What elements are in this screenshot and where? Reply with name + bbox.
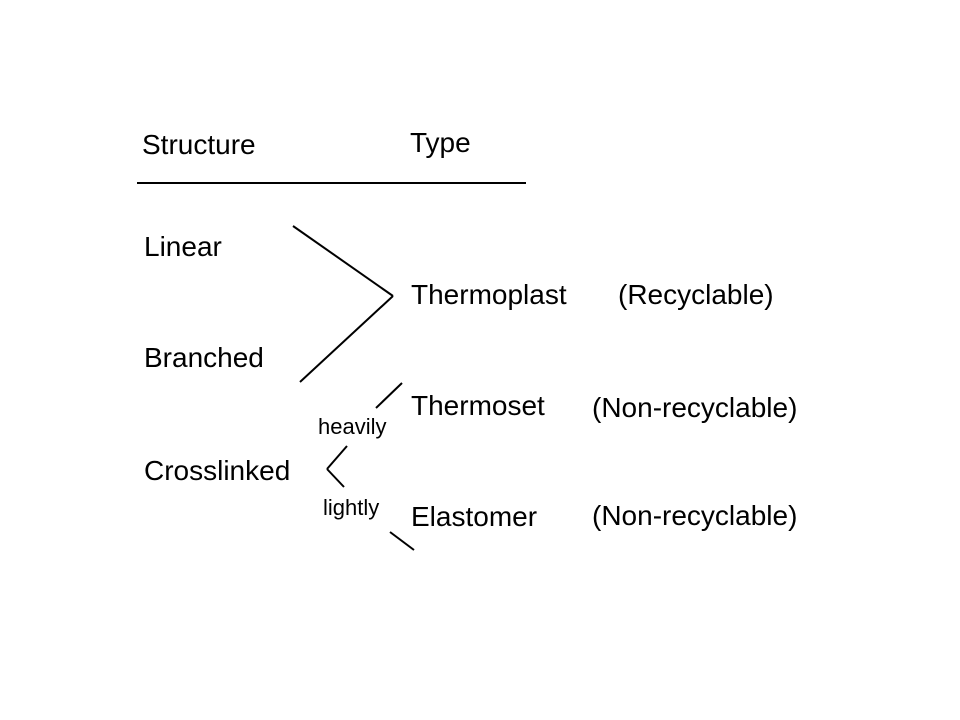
header-divider xyxy=(137,182,526,184)
note-thermoplast: (Recyclable) xyxy=(618,279,774,310)
connector-crosslinked-upper xyxy=(326,445,348,470)
header-structure: Structure xyxy=(142,129,256,160)
connector-heavily-to-thermoset xyxy=(375,382,403,409)
connector-branched-to-thermoplast xyxy=(299,295,394,383)
branch-label-heavily: heavily xyxy=(318,414,387,439)
branch-label-lightly: lightly xyxy=(323,495,380,520)
type-thermoplast: Thermoplast xyxy=(411,279,567,310)
type-elastomer: Elastomer xyxy=(411,501,538,532)
note-thermoset: (Non-recyclable) xyxy=(592,392,798,423)
header-type: Type xyxy=(410,127,471,158)
structure-linear: Linear xyxy=(144,231,222,262)
structure-crosslinked: Crosslinked xyxy=(144,455,291,486)
structure-branched: Branched xyxy=(144,342,264,373)
connector-crosslinked-lower xyxy=(326,468,345,488)
connector-linear-to-thermoplast xyxy=(292,225,394,297)
note-elastomer: (Non-recyclable) xyxy=(592,500,798,531)
type-thermoset: Thermoset xyxy=(411,390,545,421)
connector-lightly-to-elastomer xyxy=(389,531,415,551)
